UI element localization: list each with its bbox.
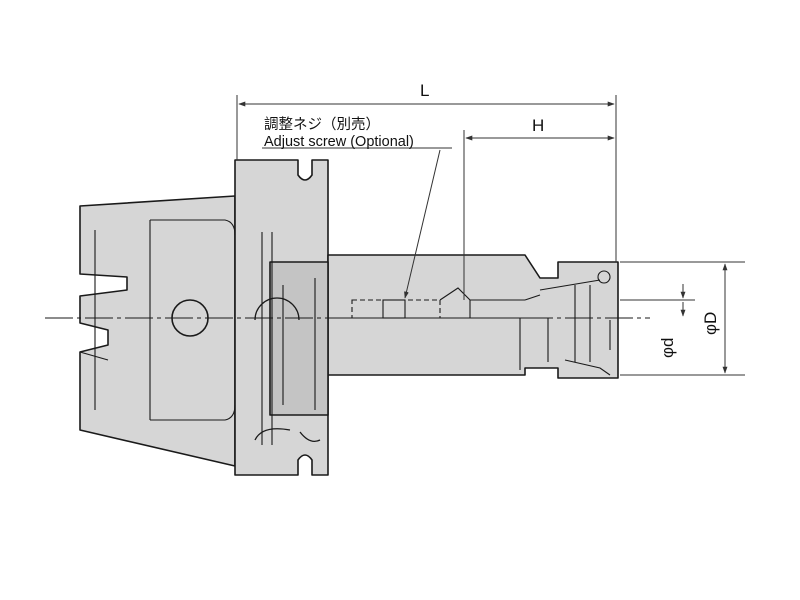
adjust-screw-label-jp: 調整ネジ（別売） [264,116,380,133]
adjust-screw-leader [404,149,441,299]
holder-body [79,159,619,476]
dim-d-label: φd [658,338,677,358]
internal-details [79,219,611,445]
extension-body [327,254,619,379]
dimension-lines [236,95,745,376]
taper-shank [79,195,236,467]
neck [269,261,329,416]
adjust-screw-label-en: Adjust screw (Optional) [264,134,414,150]
dim-D-label: φD [701,312,720,335]
dim-L-label: L [420,81,429,100]
dim-H-label: H [532,116,544,135]
